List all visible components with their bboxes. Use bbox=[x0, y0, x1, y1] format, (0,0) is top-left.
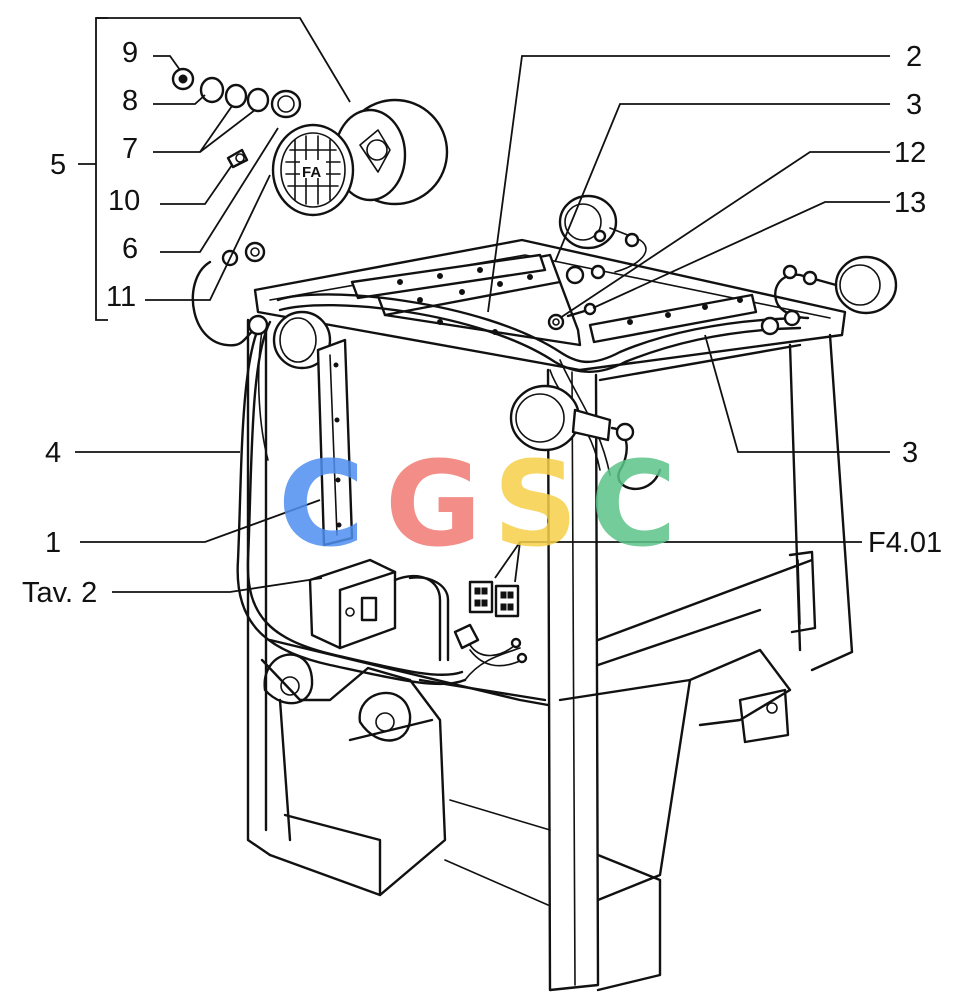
watermark-letter-g: G bbox=[385, 435, 482, 573]
rear-lamp-center bbox=[558, 194, 647, 285]
callout-f401: F4.01 bbox=[868, 527, 942, 559]
callout-10: 10 bbox=[108, 185, 140, 217]
exploded-lamp-assembly: FA bbox=[171, 67, 449, 217]
lamp-badge: FA bbox=[302, 164, 321, 181]
roof-bracket-3-left bbox=[350, 253, 547, 300]
callout-7: 7 bbox=[122, 133, 138, 165]
rear-lamp-right bbox=[760, 255, 898, 336]
callout-labels: 9 8 7 5 10 6 11 2 3 12 13 4 3 1 F4.01 Ta… bbox=[22, 37, 942, 609]
roof-bracket-3-right bbox=[588, 293, 758, 344]
front-right-lamp bbox=[509, 384, 662, 490]
callout-4: 4 bbox=[45, 437, 61, 469]
watermark-cgsc: C G S C bbox=[278, 435, 677, 573]
callout-13: 13 bbox=[894, 187, 926, 219]
leader-lines bbox=[75, 17, 890, 593]
callout-tav2: Tav. 2 bbox=[22, 577, 97, 609]
callout-3-lower: 3 bbox=[902, 437, 918, 469]
front-left-lamp bbox=[247, 310, 332, 370]
watermark-letter-c2: C bbox=[590, 435, 677, 573]
wiring-harness-4 bbox=[236, 293, 802, 686]
watermark-letter-c1: C bbox=[278, 435, 365, 573]
callout-12: 12 bbox=[894, 137, 926, 169]
callout-9: 9 bbox=[122, 37, 138, 69]
callout-1: 1 bbox=[45, 527, 61, 559]
side-bracket-1 bbox=[316, 338, 354, 547]
callout-6: 6 bbox=[122, 233, 138, 265]
callout-5: 5 bbox=[50, 149, 66, 181]
callout-8: 8 bbox=[122, 85, 138, 117]
watermark-letter-s: S bbox=[493, 435, 578, 573]
connectors-f401 bbox=[453, 580, 528, 667]
control-box-tav2 bbox=[308, 558, 450, 662]
callout-3-top: 3 bbox=[906, 89, 922, 121]
grommet-12-screw-13 bbox=[547, 302, 597, 331]
callout-11: 11 bbox=[106, 281, 136, 313]
callout-2: 2 bbox=[906, 41, 922, 73]
